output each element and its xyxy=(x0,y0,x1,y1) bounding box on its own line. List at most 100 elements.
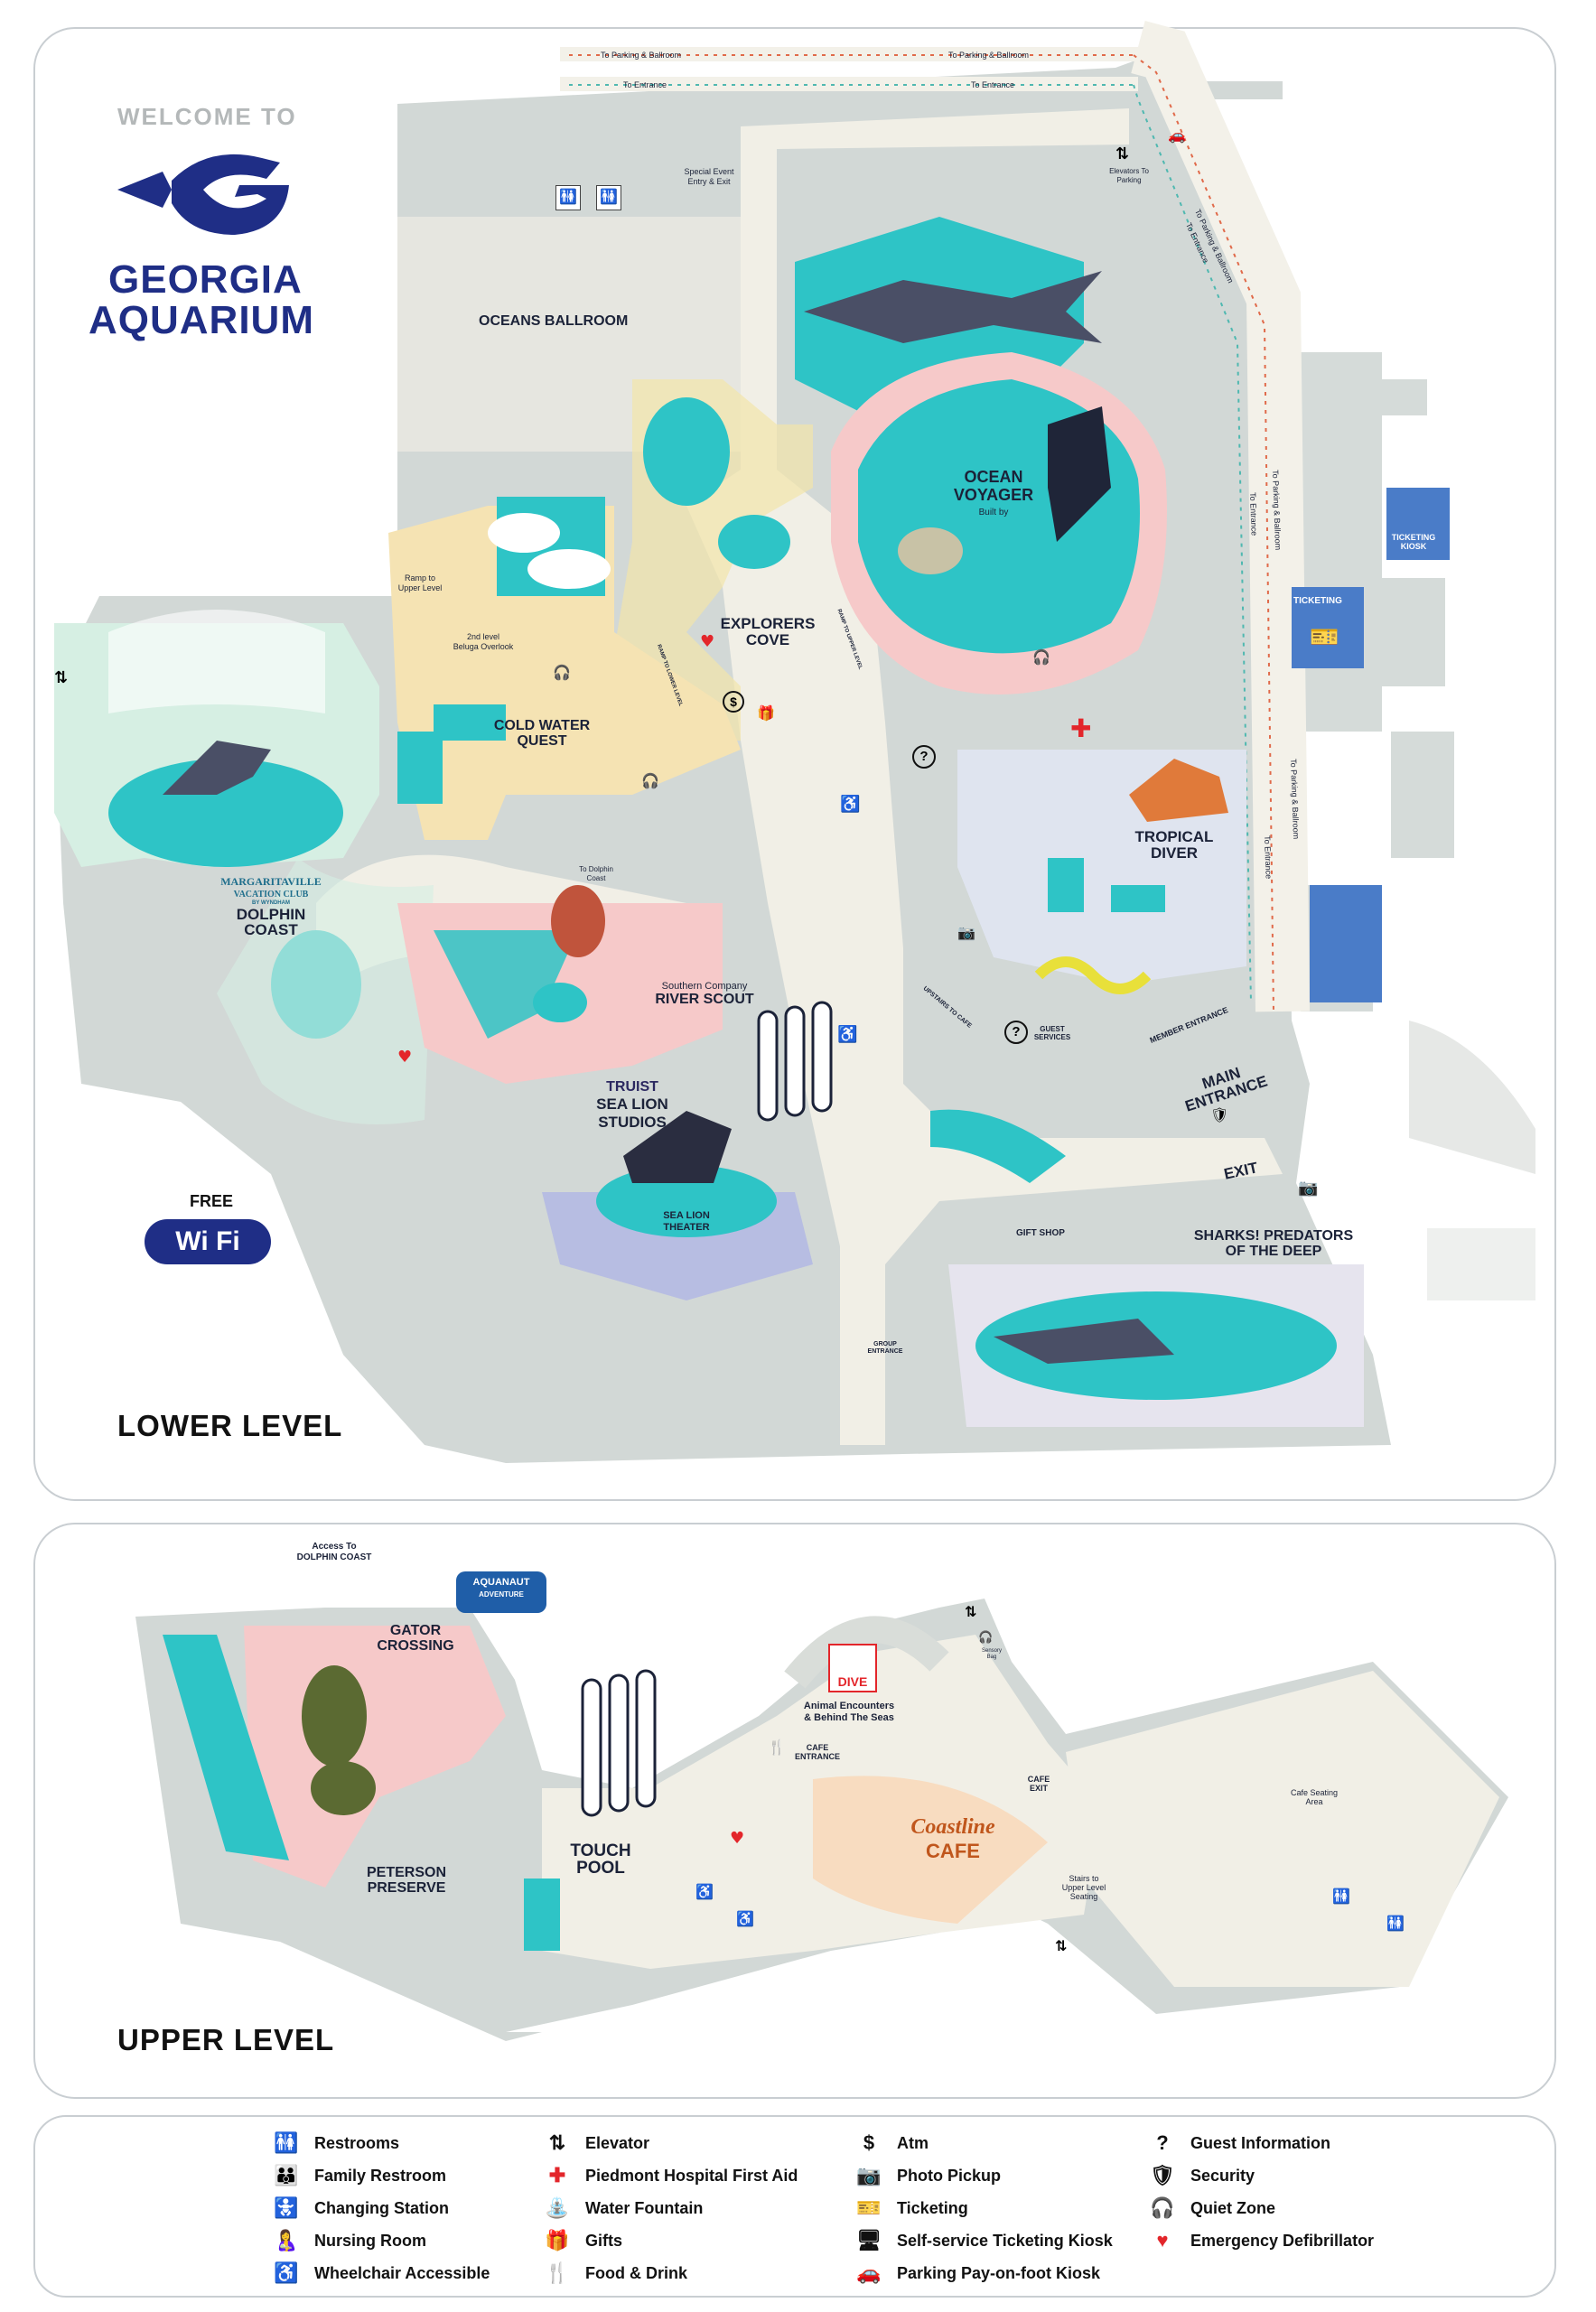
wheelchair-icon[interactable]: ♿ xyxy=(840,795,861,813)
security-icon: 🛡 xyxy=(1150,2164,1175,2186)
label-sharks[interactable]: SHARKS! PREDATORS OF THE DEEP xyxy=(1193,1228,1354,1259)
elevator-icon[interactable]: ⇅ xyxy=(1115,144,1130,163)
dive-logo-icon[interactable]: DIVE xyxy=(828,1644,877,1692)
label-sea-lion-theater[interactable]: SEA LION THEATER xyxy=(663,1210,710,1233)
elevator-icon[interactable]: ⇅ xyxy=(965,1603,977,1620)
label-ticketing-kiosk[interactable]: TICKETING KIOSK xyxy=(1391,533,1436,551)
label-river-scout[interactable]: Southern Company RIVER SCOUT xyxy=(655,981,754,1007)
label-cafe-exit[interactable]: CAFE EXIT xyxy=(1027,1775,1050,1793)
food-drink-icon[interactable]: 🍴 xyxy=(768,1740,786,1756)
label-ticketing[interactable]: TICKETING xyxy=(1293,596,1342,606)
restroom-icon[interactable]: 🚻 xyxy=(555,185,581,210)
family-restroom-icon: 👪 xyxy=(274,2164,299,2186)
wifi-icon: Wi Fi xyxy=(145,1219,271,1264)
label-access-dolphin[interactable]: Access To DOLPHIN COAST xyxy=(296,1542,372,1562)
legend-item: 🖥Self-service Ticketing Kiosk xyxy=(854,2227,1113,2254)
label-group-entrance[interactable]: GROUP ENTRANCE xyxy=(867,1341,903,1355)
label-tropical-diver[interactable]: TROPICAL DIVER xyxy=(1134,828,1214,862)
label-coastline-cafe[interactable]: Coastline CAFE xyxy=(910,1815,995,1862)
camera-icon[interactable]: 📷 xyxy=(1298,1179,1319,1197)
legend-label: Restrooms xyxy=(314,2133,400,2152)
aed-icon[interactable]: ♥ xyxy=(730,1829,745,1848)
legend-label: Ticketing xyxy=(897,2198,968,2217)
water-fountain-icon: ⛲ xyxy=(545,2196,570,2219)
legend-item: ?Guest Information xyxy=(1147,2130,1330,2157)
kiosk-icon: 🖥 xyxy=(856,2229,882,2251)
elevator-icon: ⇅ xyxy=(548,2131,566,2154)
quiet-zone-icon[interactable]: 🎧 xyxy=(553,666,571,681)
label-animal-encounters[interactable]: Animal Encounters & Behind The Seas xyxy=(803,1701,895,1723)
legend-item: 👪Family Restroom xyxy=(271,2162,446,2189)
security-icon[interactable]: 🛡 xyxy=(1210,1108,1229,1123)
aed-icon: ♥ xyxy=(1156,2229,1169,2251)
legend-label: Food & Drink xyxy=(585,2263,687,2282)
camera-icon[interactable]: 📷 xyxy=(957,926,975,941)
legend-label: Guest Information xyxy=(1190,2133,1331,2152)
dir-parking-top: To Parking & Ballroom xyxy=(601,51,682,60)
label-to-dolphin[interactable]: To Dolphin Coast xyxy=(579,865,613,882)
legend-item: 🚻Restrooms xyxy=(271,2130,399,2157)
wheelchair-icon[interactable]: ♿ xyxy=(695,1885,714,1900)
first-aid-icon[interactable]: ✚ xyxy=(1070,713,1092,743)
wheelchair-icon[interactable]: ♿ xyxy=(837,1025,858,1043)
ticket-icon: 🎫 xyxy=(856,2196,882,2219)
label-stairs-upper[interactable]: Stairs to Upper Level Seating xyxy=(1061,1874,1106,1901)
atm-icon[interactable]: $ xyxy=(723,691,744,713)
dir-entrance-side-2: To Entrance xyxy=(1248,492,1259,536)
welcome-text: WELCOME TO xyxy=(117,103,297,130)
label-cold-water-quest[interactable]: COLD WATER QUEST xyxy=(493,718,591,749)
quiet-zone-icon[interactable]: 🎧 xyxy=(1032,650,1050,666)
sharks-area xyxy=(948,1264,1364,1427)
label-sensory-bag[interactable]: Sensory Bag xyxy=(981,1648,1002,1660)
guest-info-icon[interactable]: ? xyxy=(1004,1021,1028,1044)
wheelchair-icon[interactable]: ♿ xyxy=(736,1912,754,1927)
elevator-icon[interactable]: ⇅ xyxy=(1055,1937,1068,1954)
legend-item: 📷Photo Pickup xyxy=(854,2162,1001,2189)
restroom-icon[interactable]: 🚻 xyxy=(1386,1916,1405,1932)
quiet-zone-icon[interactable]: 🎧 xyxy=(641,774,659,789)
label-beluga-overlook[interactable]: 2nd level Beluga Overlook xyxy=(453,632,514,651)
label-dolphin-coast[interactable]: MARGARITAVILLE VACATION CLUB BY WYNDHAM … xyxy=(220,875,322,938)
label-gator-crossing[interactable]: GATOR CROSSING xyxy=(377,1623,454,1654)
legend-item: 🎫 Ticketing xyxy=(854,2195,968,2222)
quiet-zone-icon[interactable]: 🎧 xyxy=(978,1630,994,1644)
legend-item: ♿Wheelchair Accessible xyxy=(271,2260,490,2287)
legend-label: Atm xyxy=(897,2133,929,2152)
label-special-event[interactable]: Special Event Entry & Exit xyxy=(684,167,734,186)
legend-item: 🚗Parking Pay-on-foot Kiosk xyxy=(854,2260,1100,2287)
label-peterson-preserve[interactable]: PETERSON PRESERVE xyxy=(366,1865,446,1896)
restroom-icon[interactable]: 🚻 xyxy=(1332,1889,1350,1905)
label-gift-shop[interactable]: GIFT SHOP xyxy=(1016,1228,1065,1238)
guest-info-icon[interactable]: ? xyxy=(912,745,936,769)
legend-item: ⛲Water Fountain xyxy=(542,2195,703,2222)
label-ramp-upper[interactable]: Ramp to Upper Level xyxy=(397,573,443,592)
label-cafe-seating[interactable]: Cafe Seating Area xyxy=(1290,1788,1339,1806)
dir-entrance-side-3: To Entrance xyxy=(1263,835,1274,880)
wifi-label: Wi Fi xyxy=(175,1226,240,1256)
aed-icon[interactable]: ♥ xyxy=(397,1048,413,1067)
gifts-icon[interactable]: 🎁 xyxy=(757,706,775,722)
legend-item: 🎁Gifts xyxy=(542,2227,622,2254)
brand-line-1: GEORGIA xyxy=(108,257,303,302)
label-sea-lion-studios[interactable]: TRUIST SEA LION STUDIOS xyxy=(596,1079,668,1131)
label-touch-pool[interactable]: TOUCH POOL xyxy=(570,1841,631,1878)
ocean-voyager-area xyxy=(795,217,1167,695)
atm-icon: $ xyxy=(863,2131,875,2154)
label-oceans-ballroom[interactable]: OCEANS BALLROOM xyxy=(479,313,629,329)
dir-entrance-top: To Entrance xyxy=(623,80,667,89)
entrance-area xyxy=(930,488,1450,1183)
aquanaut-logo-icon[interactable]: AQUANAUT ADVENTURE xyxy=(456,1571,546,1613)
label-cafe-entrance[interactable]: CAFE ENTRANCE xyxy=(794,1743,840,1761)
restroom-icon[interactable]: 🚻 xyxy=(596,185,621,210)
parking-kiosk-icon[interactable]: 🚗 xyxy=(1168,128,1186,144)
label-ocean-voyager[interactable]: OCEAN VOYAGER Built by xyxy=(953,468,1034,517)
label-guest-services[interactable]: GUEST SERVICES xyxy=(1033,1025,1071,1041)
label-elevators-parking[interactable]: Elevators To Parking xyxy=(1109,167,1149,184)
aed-icon[interactable]: ♥ xyxy=(700,632,715,651)
wifi-badge: FREE Wi Fi xyxy=(135,1192,280,1273)
ticket-icon[interactable]: 🎫 xyxy=(1310,623,1339,650)
elevator-icon[interactable]: ⇅ xyxy=(54,668,69,687)
upper-level-title: UPPER LEVEL xyxy=(117,2023,335,2056)
label-explorers-cove[interactable]: EXPLORERS COVE xyxy=(720,615,816,648)
